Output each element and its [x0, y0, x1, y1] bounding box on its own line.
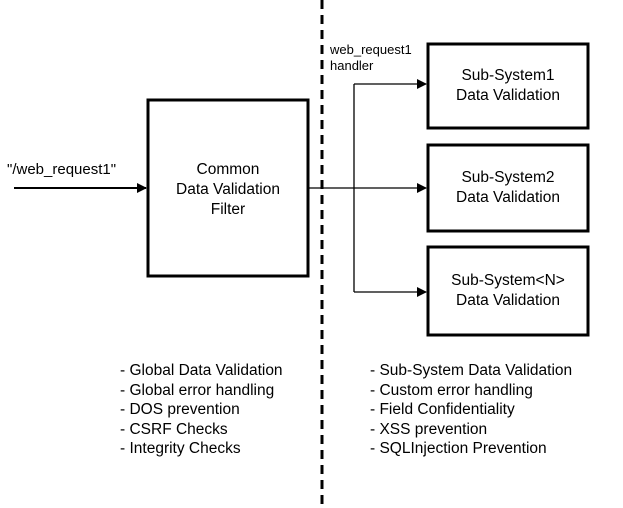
filter-box-line2: Data Validation [176, 181, 280, 198]
filter-box [146, 98, 310, 278]
global-features-list: - Global Data Validation - Global error … [120, 361, 283, 459]
subsystem-features-list: - Sub-System Data Validation - Custom er… [370, 361, 572, 459]
subsystemN-box [426, 245, 590, 337]
subsystem2-box [426, 143, 590, 233]
subsystemN-label: Sub-System<N> Data Validation [428, 271, 588, 311]
subsystem2-line1: Sub-System2 [461, 169, 555, 186]
list-item: - Global Data Validation [120, 362, 283, 379]
subsystem1-line1: Sub-System1 [461, 67, 555, 84]
filter-box-line3: Filter [210, 201, 246, 218]
subsystemN-line2: Data Validation [456, 292, 560, 309]
handler-label-line2: handler [330, 58, 374, 73]
subsystem2-label: Sub-System2 Data Validation [428, 168, 588, 208]
handler-label-line1: web_request1 [330, 42, 412, 57]
list-item: - DOS prevention [120, 401, 240, 419]
subsystem1-label: Sub-System1 Data Validation [428, 66, 588, 106]
handler-label: web_request1 handler [330, 42, 412, 74]
filter-box-line1: Common [196, 161, 260, 178]
list-item: - Global error handling [120, 381, 275, 399]
list-item: - Sub-System Data Validation [370, 362, 573, 379]
list-item: - Integrity Checks [120, 440, 241, 458]
list-item: - CSRF Checks [120, 420, 228, 438]
list-item: - Field Confidentiality [370, 401, 515, 419]
subsystemN-line1: Sub-System<N> [451, 272, 565, 289]
list-item: - SQLInjection Prevention [370, 440, 547, 458]
subsystem1-line2: Data Validation [456, 87, 560, 104]
subsystem2-line2: Data Validation [456, 189, 560, 206]
list-item: - Custom error handling [370, 381, 533, 399]
filter-box-label: Common Data Validation Filter [148, 160, 308, 220]
list-item: - XSS prevention [370, 420, 488, 438]
request-label: "/web_request1" [7, 161, 117, 178]
subsystem1-box [426, 42, 590, 130]
